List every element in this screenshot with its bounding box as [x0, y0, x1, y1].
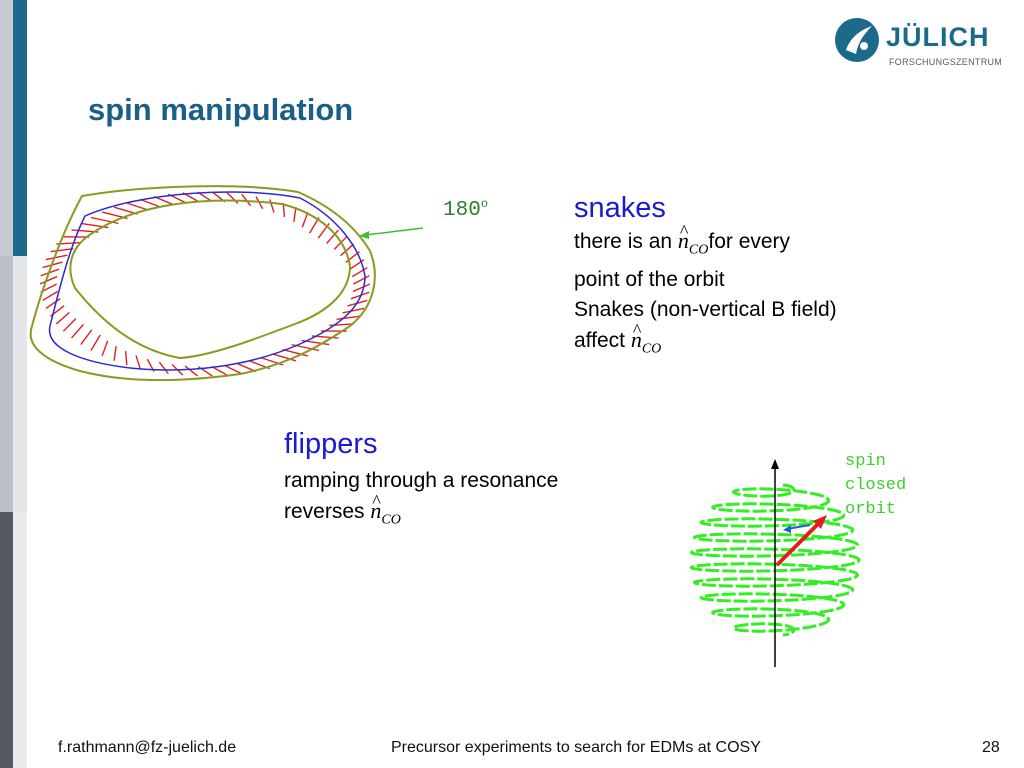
ribbon-hatch-line — [342, 307, 365, 314]
n-letter: n — [370, 498, 382, 523]
ribbon-hatch-line — [340, 243, 355, 257]
angle-value: 180 — [443, 199, 481, 222]
ribbon-hatch-line — [184, 365, 199, 377]
ribbon-hatch-line — [350, 291, 370, 300]
ribbon-hatch-line — [45, 254, 68, 261]
ribbon-outer-edge — [29, 185, 376, 381]
sidebar-band — [0, 0, 27, 768]
sidebar-seg-mid — [0, 256, 13, 512]
snakes-heading: snakes — [574, 192, 666, 224]
footer-email: f.rathmann@fz-juelich.de — [58, 739, 237, 756]
ribbon-hatch-lines — [39, 191, 371, 377]
ribbon-hatch-line — [226, 192, 239, 204]
spin-label-line-1: spin — [845, 452, 886, 471]
angle-pointer-arrow — [359, 227, 424, 239]
co-sub: CO — [641, 341, 662, 357]
ribbon-hatch-line — [352, 283, 371, 293]
snakes-line-1-pre: there is an — [574, 230, 673, 253]
spin-label-line-3: orbit — [845, 500, 897, 519]
ribbon-hatch-line — [113, 346, 117, 361]
ribbon-hatch-line — [326, 229, 340, 244]
slide-title: spin manipulation — [88, 92, 354, 127]
hat: ^ — [632, 320, 642, 341]
snakes-line-1: there is an ^nCOfor every — [574, 221, 914, 265]
snakes-line-1-post: for every — [708, 230, 791, 253]
ribbon-hatch-line — [293, 207, 297, 222]
ribbon-hatch-line — [269, 199, 275, 213]
n-co-symbol: ^nCO — [677, 221, 709, 265]
ribbon-hatch-line — [336, 315, 360, 321]
snakes-line-3: Snakes (non-vertical B field) — [574, 298, 837, 322]
ribbon-hatch-line — [224, 364, 243, 375]
ribbon-hatch-line — [301, 211, 309, 228]
snakes-text: there is an ^nCOfor every point of the o… — [574, 221, 914, 365]
ribbon-hatch-line — [101, 340, 109, 357]
n-co-symbol: ^nCO — [630, 320, 662, 364]
footer-title: Precursor experiments to search for EDMs… — [391, 739, 761, 756]
orbit-ribbon-figure — [29, 185, 376, 381]
ribbon-inner-edge — [69, 199, 352, 360]
co-sub: CO — [688, 242, 709, 258]
ribbon-hatch-line — [80, 329, 93, 345]
sidebar-accent-mid — [13, 256, 27, 512]
page-number: 28 — [982, 739, 1000, 756]
ribbon-hatch-line — [272, 353, 297, 362]
n-letter: n — [630, 327, 642, 353]
flippers-line-2-pre: reverses — [284, 500, 365, 523]
ribbon-hatch-line — [39, 275, 58, 285]
flippers-heading: flippers — [284, 428, 378, 460]
ribbon-hatch-line — [126, 202, 149, 211]
ribbon-hatch-line — [124, 350, 128, 366]
hat: ^ — [679, 221, 689, 241]
snakes-line-2: point of the orbit — [574, 268, 725, 292]
ribbon-hatch-line — [139, 198, 161, 208]
ribbon-hatch-line — [50, 247, 74, 253]
sidebar-accent-top — [13, 0, 27, 256]
spin-vector-arrow — [775, 519, 823, 567]
snakes-line-4-pre: affect — [574, 329, 625, 353]
ribbon-hatch-line — [55, 311, 70, 325]
ribbon-hatch-line — [90, 334, 101, 351]
spin-closed-orbit-label: spin closed orbit — [845, 450, 906, 522]
logo-name: JÜLICH — [886, 22, 990, 52]
ribbon-hatch-line — [135, 355, 141, 369]
flippers-line-2: reverses ^nCO — [284, 491, 644, 535]
julich-logo-icon — [835, 18, 879, 62]
spin-spiral-figure — [689, 459, 861, 667]
angle-degree-sup: o — [480, 197, 489, 211]
spin-label-line-2: closed — [845, 476, 907, 495]
ribbon-hatch-line — [211, 365, 228, 376]
precession-arrowhead — [783, 525, 791, 533]
ribbon-hatch-line — [353, 275, 370, 285]
ribbon-hatch-line — [197, 191, 213, 202]
angle-label: 180o — [443, 197, 488, 222]
ribbon-hatch-line — [70, 324, 84, 339]
spin-vector-arrowhead — [813, 515, 827, 529]
julich-logo: JÜLICH FORSCHUNGSZENTRUM — [834, 14, 1004, 74]
hat: ^ — [372, 491, 381, 511]
spin-spiral-path — [689, 483, 861, 637]
n-letter: n — [677, 228, 689, 253]
flippers-text: ramping through a resonance reverses ^nC… — [284, 466, 644, 535]
ribbon-hatch-line — [282, 348, 309, 357]
vertical-axis-arrowhead — [771, 459, 779, 469]
logo-subtitle: FORSCHUNGSZENTRUM — [889, 57, 1003, 67]
snakes-line-4: affect ^nCO — [574, 320, 914, 364]
ribbon-hatch-line — [62, 318, 77, 332]
sidebar-seg-top — [0, 0, 13, 256]
ribbon-hatch-line — [45, 298, 61, 310]
spin-spiral — [689, 483, 861, 637]
ribbon-hatch-line — [42, 290, 59, 302]
flippers-line-1: ramping through a resonance — [284, 469, 559, 492]
sidebar-accent-bottom — [13, 512, 27, 768]
co-sub: CO — [381, 512, 401, 528]
n-co-symbol: ^nCO — [370, 491, 401, 535]
closed-orbit-line — [48, 191, 366, 371]
sidebar-seg-bottom — [0, 512, 13, 768]
ribbon-hatch-line — [351, 266, 368, 278]
ribbon-hatch-line — [158, 361, 169, 375]
